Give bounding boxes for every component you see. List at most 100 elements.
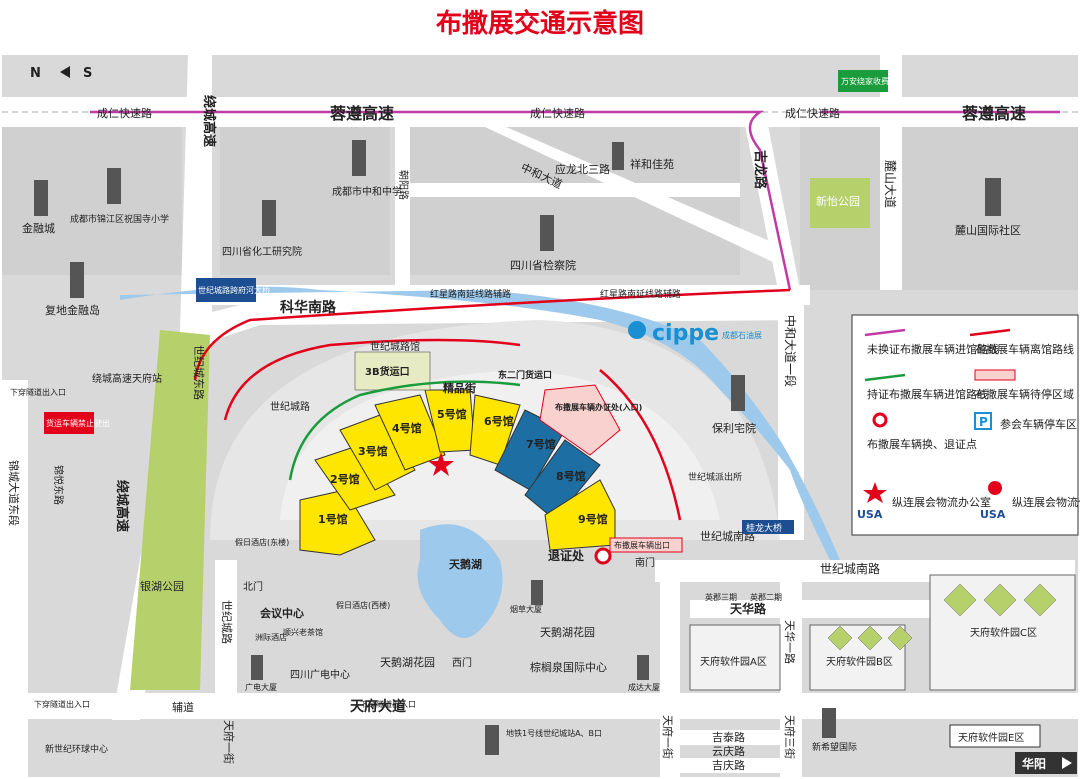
huayang-sign [1015, 752, 1077, 774]
road-label: 成仁快速路 [97, 107, 152, 120]
yinglong-road [410, 183, 740, 197]
road-label: 天府三街 [783, 715, 797, 759]
place-label: 成达大厦 [628, 682, 660, 692]
compass-south: S [83, 66, 92, 81]
cargo-east-label: 东二门货运口 [498, 369, 552, 381]
place-label: 麓山国际社区 [955, 223, 1021, 237]
hall-label: 4号馆 [392, 421, 422, 435]
place-label: 棕榈泉国际中心 [530, 660, 607, 674]
place-label: 英郡三期 [705, 592, 737, 602]
building-icon [822, 708, 836, 738]
building-icon [262, 200, 276, 236]
route-red [599, 369, 682, 521]
place-label: 下穿隧道出入口 [360, 699, 416, 709]
road-label: 红星路南延线路辅路 [600, 288, 681, 300]
road-label: 绕城高速 [114, 480, 130, 532]
place-label: 四川广电中心 [290, 668, 350, 681]
legend-line-purple [864, 328, 906, 337]
building-icon [540, 215, 554, 251]
legend-item: 未换证布撒展车辆进馆路线 [867, 342, 999, 356]
road-label: 天华路 [730, 601, 767, 616]
guilong-badge [742, 520, 794, 534]
building-icon [251, 655, 263, 680]
star-icon [428, 452, 454, 476]
road-label: 世纪城路 [220, 600, 233, 644]
tianfu-yijie [660, 580, 680, 779]
huayang-label: 华阳 [1022, 756, 1046, 771]
legend-box [851, 314, 1079, 536]
star-icon [863, 482, 887, 503]
truck-ban-badge [44, 412, 94, 434]
building-icon [531, 580, 543, 605]
road-label: 蓉遵高速 [329, 104, 394, 123]
road-label: 麓山大道 [883, 160, 897, 208]
hall-label: 3号馆 [358, 444, 388, 458]
jingpinjie-label: 精品街 [443, 381, 476, 395]
hall-label: 9号馆 [578, 512, 608, 526]
bridge-badge [196, 278, 256, 302]
hall-label: 6号馆 [484, 414, 514, 428]
office-area [539, 384, 621, 456]
chaoyang-road [395, 125, 410, 285]
legend-item: 布撒展车辆离馆路线 [975, 342, 1074, 356]
jitai-road [680, 730, 780, 745]
tianhua-road [780, 580, 802, 779]
road-label: 世纪城南路 [700, 530, 755, 543]
place-label: 天鹅湖花园 [540, 625, 595, 639]
route-green [288, 380, 521, 481]
tianfu-avenue [2, 693, 1078, 719]
road-label: 天府大道 [350, 698, 406, 715]
cippe-logo-text: cippe [652, 321, 719, 346]
place-label: 天府软件园C区 [970, 626, 1037, 639]
road-label: 科华南路 [280, 299, 337, 316]
place-label: 洲际酒店 [255, 632, 287, 642]
road-label: 中和大道一段 [783, 315, 798, 387]
place-label: 银湖公园 [140, 579, 184, 593]
jiqing-road [680, 758, 780, 773]
hall-label: 1号馆 [318, 512, 348, 526]
exit-badge [609, 537, 683, 553]
place-label: 广电大厦 [245, 682, 277, 692]
place-label: 天府软件园B区 [826, 655, 893, 668]
bridge-label: 世纪城路跨府河大桥 [198, 285, 270, 295]
hall-2[interactable] [314, 444, 396, 511]
place-label: 新世纪环球中心 [45, 743, 108, 755]
hall-3[interactable] [339, 414, 416, 491]
building-icon [731, 375, 745, 411]
road-label: 天府一街 [222, 720, 236, 764]
road-label: 成仁快速路 [530, 107, 585, 120]
hall-9[interactable] [544, 479, 616, 551]
hall-4[interactable] [374, 394, 446, 471]
legend-line-green [864, 373, 906, 382]
place-label: 地铁1号线世纪城站A、B口 [506, 728, 602, 738]
toll-badge [838, 70, 888, 92]
place-label: 天府软件园A区 [700, 655, 767, 668]
hall-label: 7号馆 [526, 437, 556, 451]
place-label: 新希望国际 [812, 741, 857, 753]
place-label: 成都市中和中学 [332, 185, 402, 198]
route-red [223, 338, 521, 421]
zhonghe-avenue [778, 290, 804, 540]
route-purple [90, 110, 792, 291]
road-label: 绕城高速 [201, 95, 217, 147]
legend-wait-area [974, 369, 1016, 381]
legend-item: 布撒展车辆换、退证点 [867, 437, 977, 451]
shiji-road-vertical [215, 560, 237, 693]
place-label: 下穿隧道出入口 [34, 699, 90, 709]
software-park-b [809, 624, 906, 691]
road-label: 吉泰路 [712, 730, 745, 744]
jincheng-road [0, 380, 28, 779]
exchange-point-icon [872, 412, 888, 428]
block [2, 125, 182, 275]
exit-label: 布撒展车辆出口 [614, 540, 670, 550]
road-label: 朝阳路 [397, 170, 410, 200]
road-label: 吉龙路 [752, 150, 768, 190]
legend-item: 布撒展车辆待停区域 [975, 387, 1074, 401]
place-label: 保利宅院 [712, 421, 756, 435]
building-icon [107, 168, 121, 204]
place-label: 天鹅湖花园 [380, 655, 435, 669]
truck-ban-label: 货运车辆禁止驶出 [46, 418, 110, 428]
raocheng-highway [112, 55, 212, 720]
warehouse-dot-icon [988, 481, 1002, 495]
